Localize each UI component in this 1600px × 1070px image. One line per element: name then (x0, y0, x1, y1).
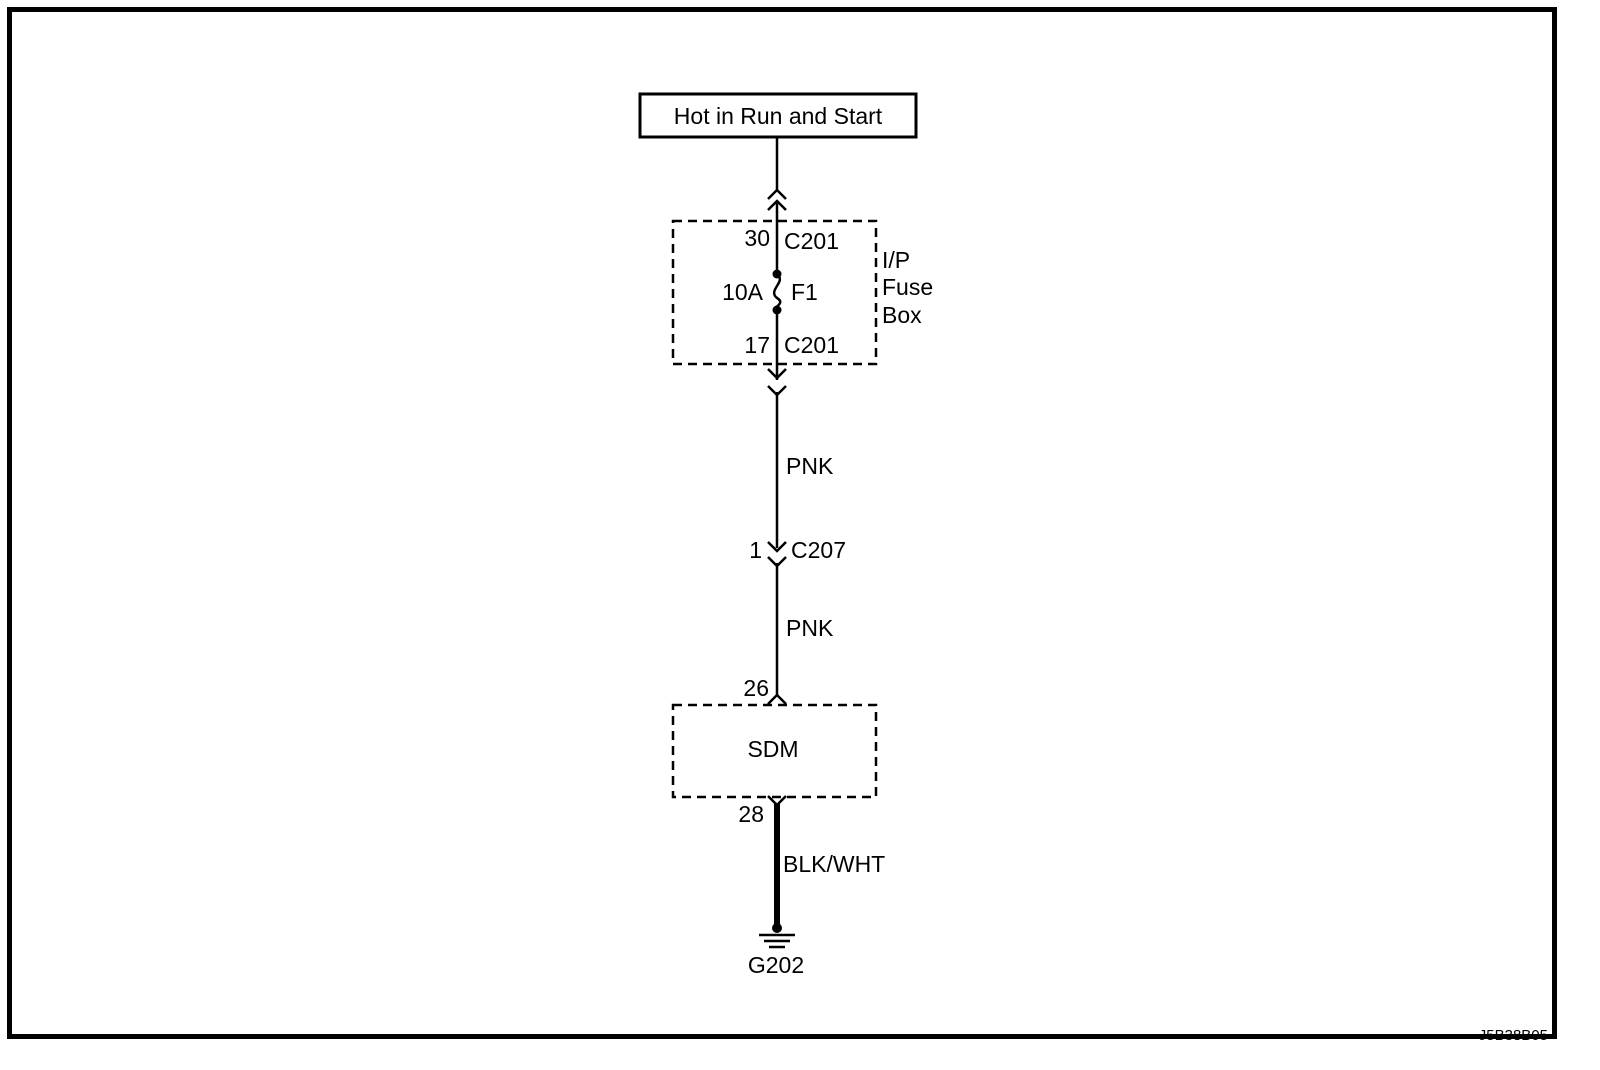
c201-output-connector-label: C201 (784, 332, 839, 358)
fuse-terminal-bottom (772, 305, 782, 315)
sdm-input-pin: 26 (743, 675, 769, 701)
pnk-wire-1-label: PNK (786, 453, 834, 479)
figure-id: J5B38B05 (1479, 1027, 1548, 1044)
fuse-box-name-line-2: Fuse (882, 274, 933, 300)
c201-output-pin: 17 (744, 332, 770, 358)
diagram-frame (7, 7, 1557, 1039)
c207-pin: 1 (749, 537, 762, 563)
ground-splice-dot (772, 923, 782, 933)
c207-connector-male (767, 541, 787, 553)
fuse-box-name-line-3: Box (882, 302, 922, 328)
fuse-f1-symbol (772, 273, 782, 312)
c201-output-connector-male (767, 368, 787, 380)
ground-wire-label: BLK/WHT (783, 851, 885, 877)
sdm-output-pin: 28 (738, 801, 764, 827)
c201-input-connector-male (767, 199, 787, 211)
power-source-label: Hot in Run and Start (674, 103, 883, 129)
c201-input-pin: 30 (744, 225, 770, 251)
sdm-module-name: SDM (747, 736, 798, 762)
fuse-rating: 10A (722, 279, 764, 305)
sdm-module-outline (671, 703, 878, 799)
pnk-wire-2-label: PNK (786, 615, 834, 641)
c207-label: C207 (791, 537, 846, 563)
ground-label: G202 (748, 952, 804, 978)
fuse-box-name-line-1: I/P (882, 247, 910, 273)
fuse-id: F1 (791, 279, 818, 305)
c201-input-connector-female (767, 188, 787, 200)
fuse-box-outline (671, 219, 878, 366)
c201-input-connector-label: C201 (784, 228, 839, 254)
sdm-input-terminal (767, 693, 787, 705)
